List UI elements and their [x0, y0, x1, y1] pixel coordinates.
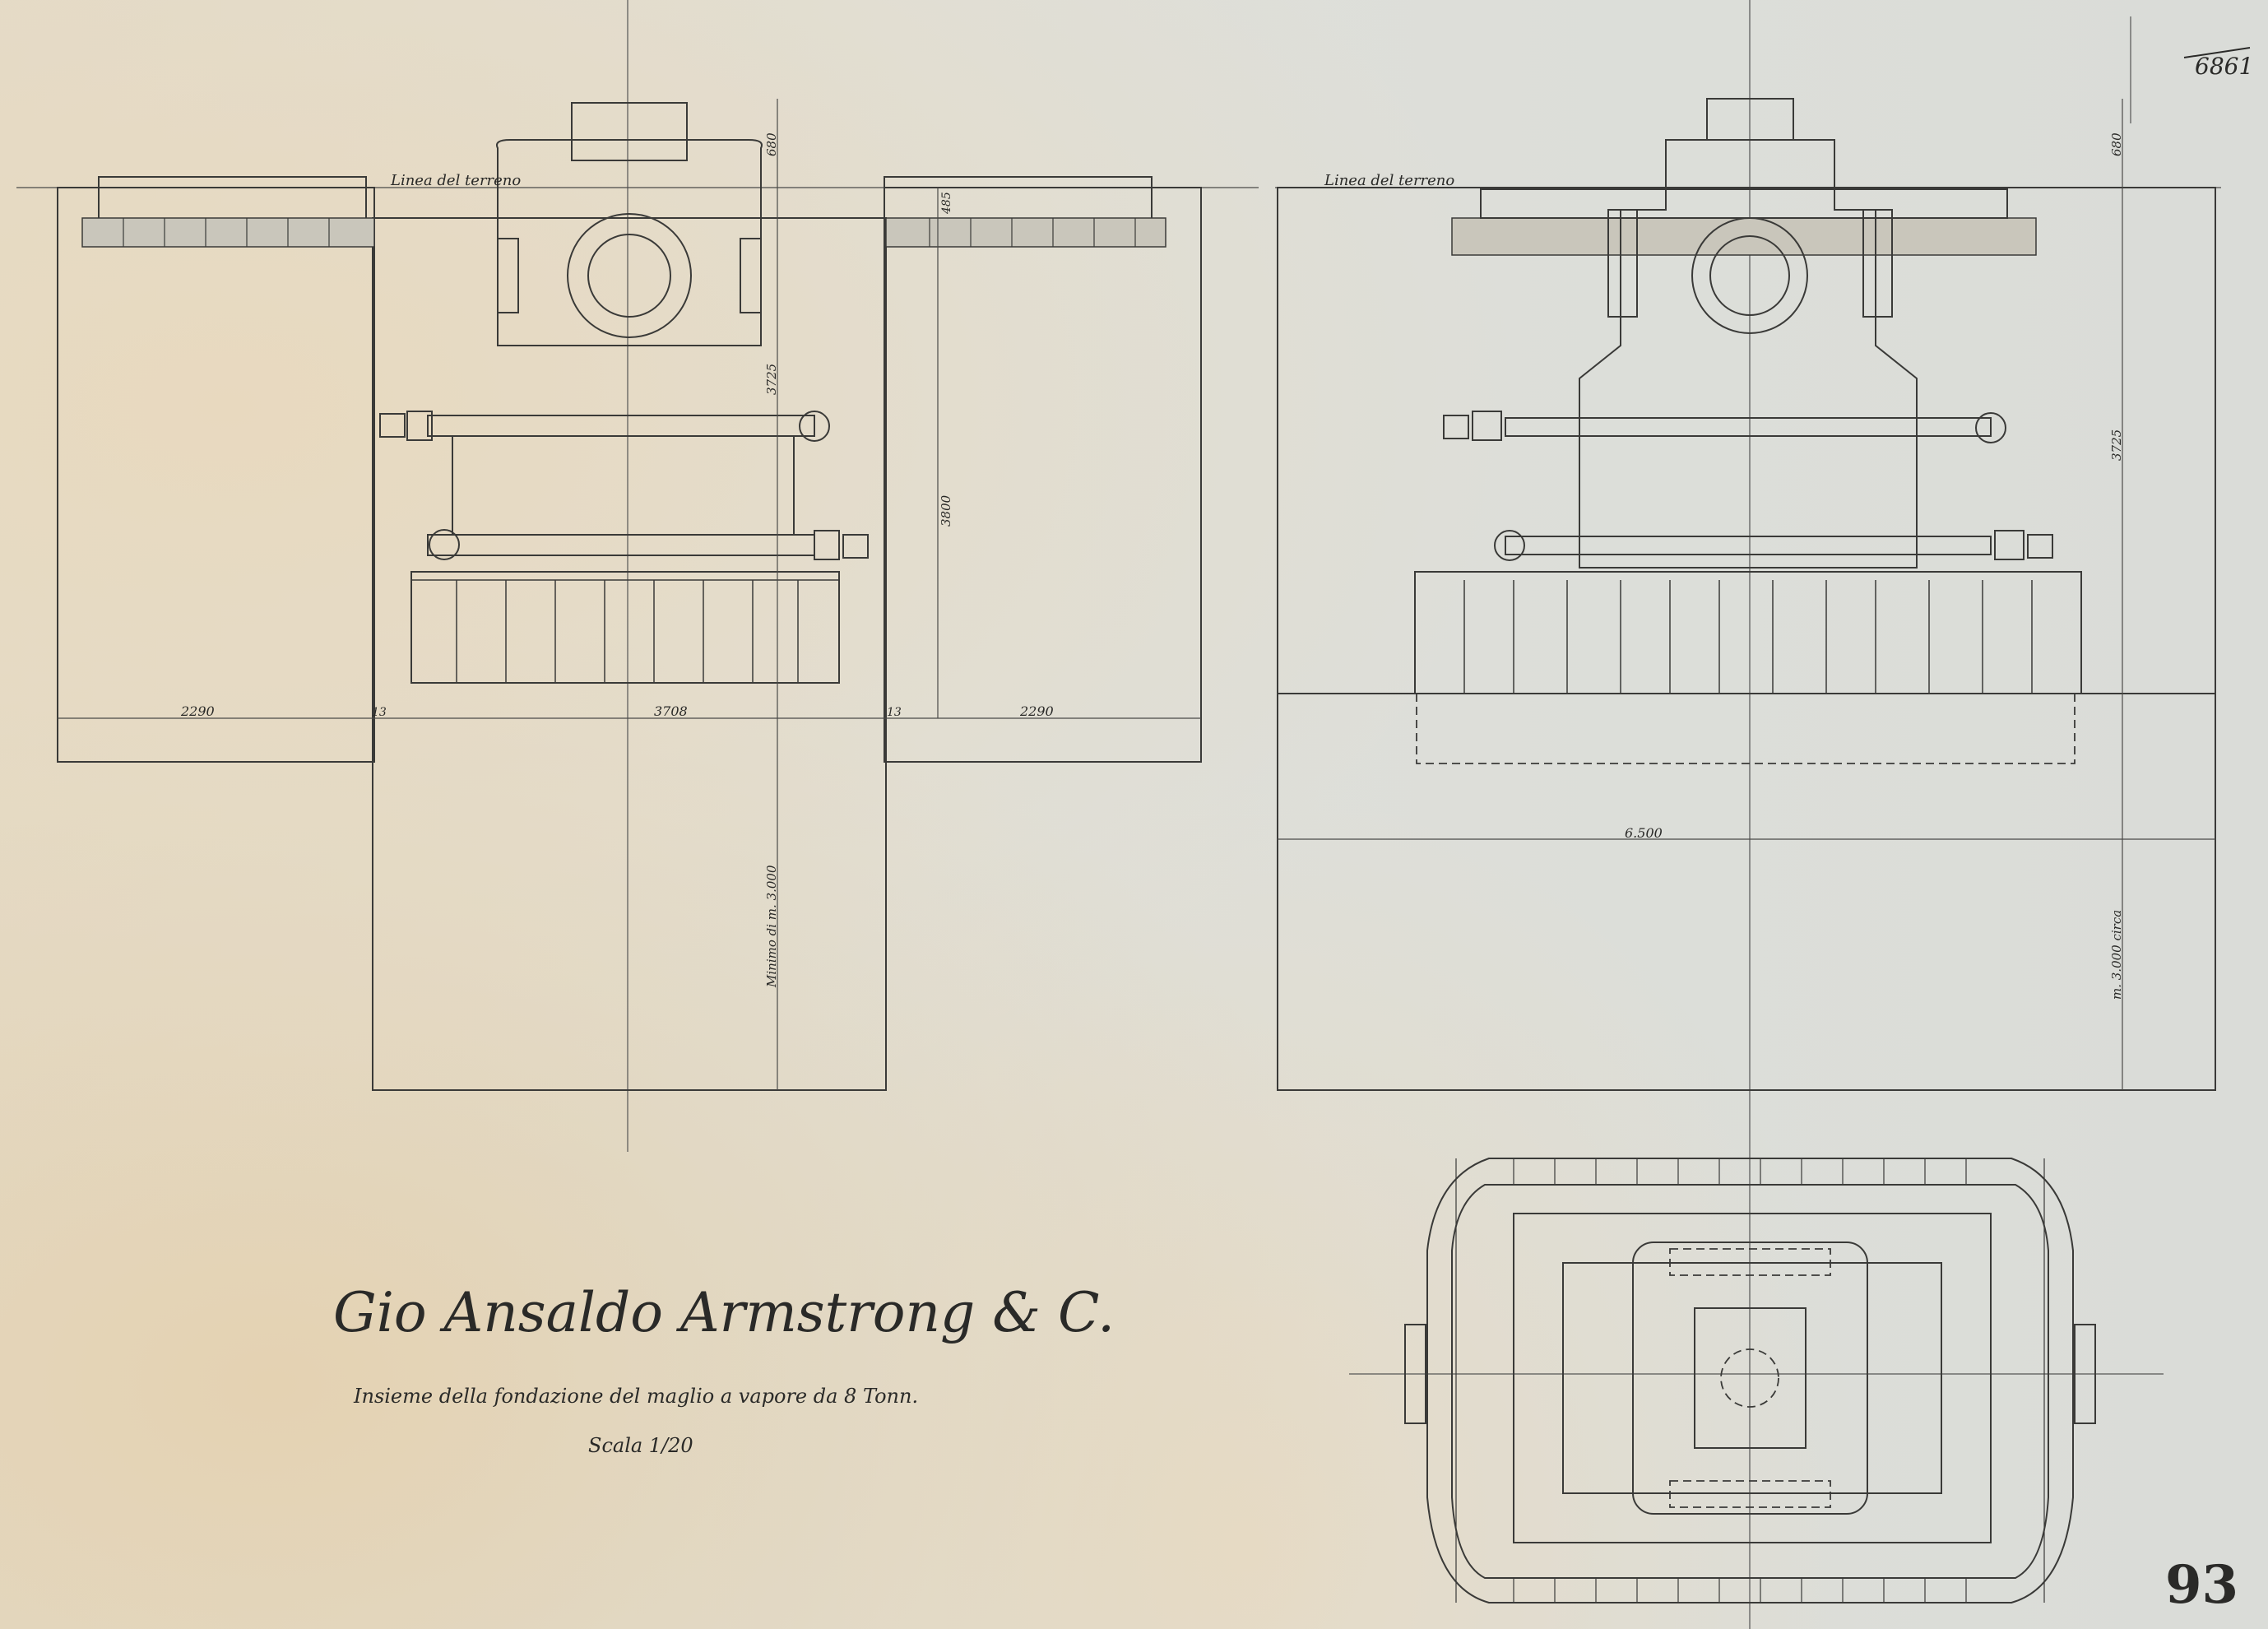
- plan-outer: [1426, 1158, 2074, 1603]
- plan-anvil: [1632, 1241, 1868, 1515]
- front-depth-note: Minimo di m. 3.000: [764, 865, 779, 988]
- left-plate: [98, 176, 367, 218]
- centerlines: [627, 0, 2164, 1629]
- side-view: [1275, 98, 2221, 1091]
- right-side-block: [884, 187, 1202, 763]
- plan-inner: [1451, 1184, 2049, 1579]
- side-rod-lower: [1505, 536, 1992, 555]
- dim-gap-left: 13: [372, 706, 387, 719]
- plan-bolt-left: [1404, 1324, 1426, 1424]
- side-depth-note: m. 3.000 circa: [2109, 910, 2124, 1000]
- hammer-frame: [496, 139, 763, 346]
- side-top-plate: [1480, 188, 2008, 219]
- dim-side-width: 6.500: [1625, 825, 1663, 841]
- dim-slab: 485: [940, 192, 953, 215]
- dim-side-top-height: 680: [2109, 132, 2124, 156]
- dim-side-height-3725: 3725: [2109, 429, 2124, 461]
- side-hammer-frame: [1579, 139, 1918, 569]
- left-side-block: [57, 187, 375, 763]
- hammer-bore-inner: [587, 234, 671, 318]
- title-block: Gio Ansaldo Armstrong & C. Insieme della…: [333, 1281, 1115, 1457]
- side-hidden-footing: [1416, 693, 2076, 764]
- sheet-number-bottom: 93: [2165, 1554, 2238, 1616]
- right-timber: [885, 217, 1166, 248]
- front-ground-line-label: Linea del terreno: [390, 172, 521, 189]
- drawing-subtitle: Insieme della fondazione del maglio a va…: [353, 1385, 918, 1408]
- side-anvil-base: [1414, 571, 2082, 694]
- plan-pit: [1513, 1213, 1992, 1543]
- right-plate: [884, 176, 1153, 218]
- anvil-base: [410, 571, 840, 684]
- plan-view: [1404, 1158, 2096, 1603]
- side-bore-inner: [1709, 235, 1790, 316]
- dim-center-width: 3708: [654, 703, 688, 719]
- plan-bolt-right: [2074, 1324, 2096, 1424]
- front-view-labels: Linea del terreno 2290 13 3708 13 2290 6…: [180, 132, 1054, 988]
- sheet-number-top: 6861: [2195, 53, 2253, 80]
- front-view: [16, 99, 1259, 1091]
- central-foundation: [372, 217, 887, 1091]
- hammer-top: [571, 102, 688, 161]
- dim-top-height: 680: [764, 132, 779, 156]
- side-ground-line-label: Linea del terreno: [1324, 172, 1454, 189]
- plan-core: [1694, 1307, 1807, 1449]
- dim-height-3800: 3800: [939, 494, 953, 527]
- left-timber: [81, 217, 375, 248]
- dim-gap-right: 13: [887, 706, 902, 719]
- dim-height-3725: 3725: [764, 364, 779, 395]
- tie-rod-lower: [427, 534, 815, 556]
- side-view-labels: Linea del terreno 6.500 680 3725 m. 3.00…: [1324, 132, 2124, 1000]
- dim-right-width: 2290: [1019, 703, 1054, 719]
- side-bore-outer: [1691, 217, 1808, 334]
- hammer-bore-outer: [567, 213, 692, 338]
- tie-rod-upper: [427, 415, 815, 437]
- company-name: Gio Ansaldo Armstrong & C.: [333, 1281, 1115, 1344]
- drawing-scale: Scala 1/20: [588, 1434, 693, 1457]
- lower-rod-nut: [429, 529, 869, 560]
- side-rod-upper: [1505, 417, 1992, 437]
- side-foundation: [1277, 187, 2216, 1091]
- anvil-body: [444, 435, 806, 556]
- dim-left-width: 2290: [180, 703, 215, 719]
- upper-rod-nut: [379, 411, 830, 442]
